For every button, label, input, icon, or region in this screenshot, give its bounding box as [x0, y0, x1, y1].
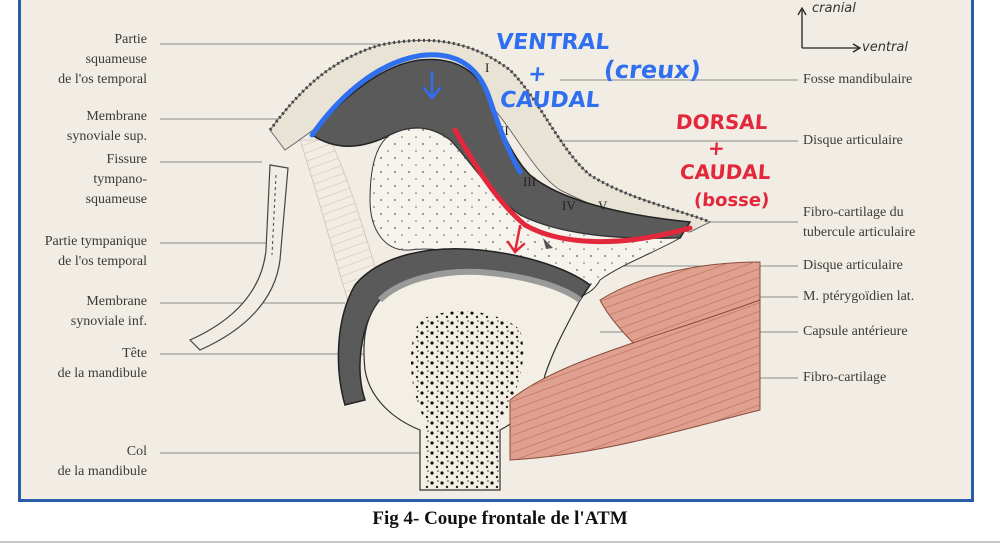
label-disque-articulaire-1: Disque articulaire	[803, 133, 903, 148]
red-convex-outline	[452, 127, 693, 245]
numeral-4: IV	[562, 198, 576, 213]
figure-caption: Fig 4- Coupe frontale de l'ATM	[372, 508, 628, 529]
blue-concave-outline	[309, 52, 523, 175]
label-disque-articulaire-2: Disque articulaire	[803, 258, 903, 273]
label-fibro-cartilage: Fibro-cartilage	[803, 370, 887, 385]
cursor-pointer-icon	[543, 238, 553, 249]
axis-label-cranial: cranial	[812, 1, 856, 16]
annotation-ventral: VENTRAL	[494, 30, 611, 55]
annotation-creux: (creux)	[602, 56, 703, 84]
label-capsule-anterieure: Capsule antérieure	[803, 324, 908, 339]
tmj-diagram: I II III IV V	[160, 6, 862, 491]
blue-down-arrow	[422, 70, 442, 101]
annotation-caudal-1: CAUDAL	[498, 88, 601, 113]
numeral-1: I	[485, 60, 489, 75]
numeral-3: III	[523, 174, 536, 189]
red-down-arrow	[506, 224, 526, 254]
annotation-bosse: (bosse)	[693, 190, 771, 211]
tympanic-bone	[188, 164, 289, 351]
cancellous-bone	[410, 311, 524, 490]
annotation-dorsal: DORSAL	[675, 110, 769, 134]
annotation-caudal-2: CAUDAL	[679, 160, 772, 184]
label-fosse-mandibulaire: Fosse mandibulaire	[803, 72, 913, 87]
annotation-plus-2: +	[707, 136, 726, 160]
numeral-2: II	[500, 123, 509, 138]
annotation-plus-1: +	[526, 62, 548, 87]
axis-label-ventral: ventral	[862, 40, 908, 55]
divider	[0, 541, 1000, 543]
numeral-5: V	[598, 198, 608, 213]
label-pterygoidien: M. ptérygoïdien lat.	[803, 289, 915, 304]
orientation-axes	[797, 6, 862, 53]
